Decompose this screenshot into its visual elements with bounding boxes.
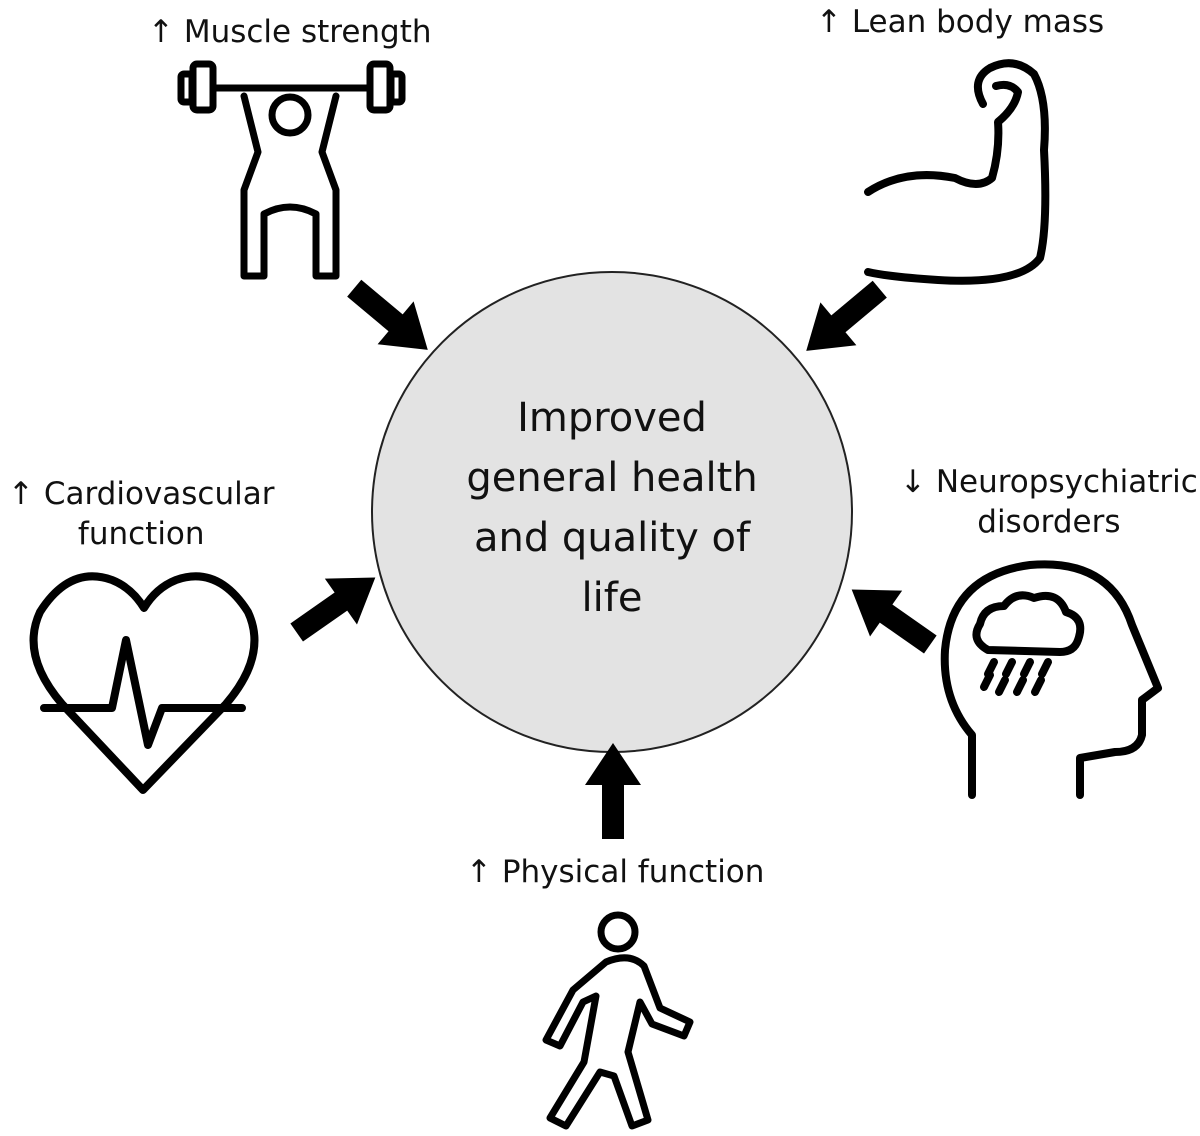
cardiovascular-text-line1: ↑ Cardiovascular: [8, 476, 275, 512]
walking-person-icon: [542, 911, 694, 1130]
cardiovascular-label: ↑ Cardiovascular function: [8, 474, 274, 554]
central-outcome-line: Improved: [517, 395, 707, 441]
central-outcome-line: general health: [466, 455, 758, 501]
lean-body-mass-text: ↑ Lean body mass: [816, 4, 1105, 40]
central-outcome-line: life: [581, 575, 643, 621]
muscle-strength-label: ↑ Muscle strength: [148, 12, 432, 52]
arrow-from-cardiovascular: [280, 554, 392, 656]
neuropsychiatric-label: ↓ Neuropsychiatric disorders: [900, 462, 1198, 542]
muscle-strength-text: ↑ Muscle strength: [148, 14, 432, 50]
head-raincloud-icon: [940, 560, 1162, 799]
physical-function-label: ↑ Physical function: [466, 852, 764, 892]
arrow-from-physical-function: [585, 743, 641, 839]
lean-body-mass-label: ↑ Lean body mass: [816, 2, 1104, 42]
cardiovascular-text-line2: function: [77, 516, 205, 552]
flexed-arm-icon: [864, 59, 1050, 285]
weightlifter-icon: [177, 60, 406, 280]
arrow-from-neuropsychiatric: [835, 566, 947, 668]
heart-pulse-icon: [29, 572, 259, 794]
neuropsychiatric-text-line1: ↓ Neuropsychiatric: [900, 464, 1198, 500]
neuropsychiatric-text-line2: disorders: [977, 504, 1121, 540]
arrow-from-lean-body-mass: [788, 267, 898, 373]
central-outcome-label: Improved general health and quality of l…: [430, 388, 794, 628]
central-outcome-line: and quality of: [473, 515, 751, 561]
physical-function-text: ↑ Physical function: [466, 854, 765, 890]
